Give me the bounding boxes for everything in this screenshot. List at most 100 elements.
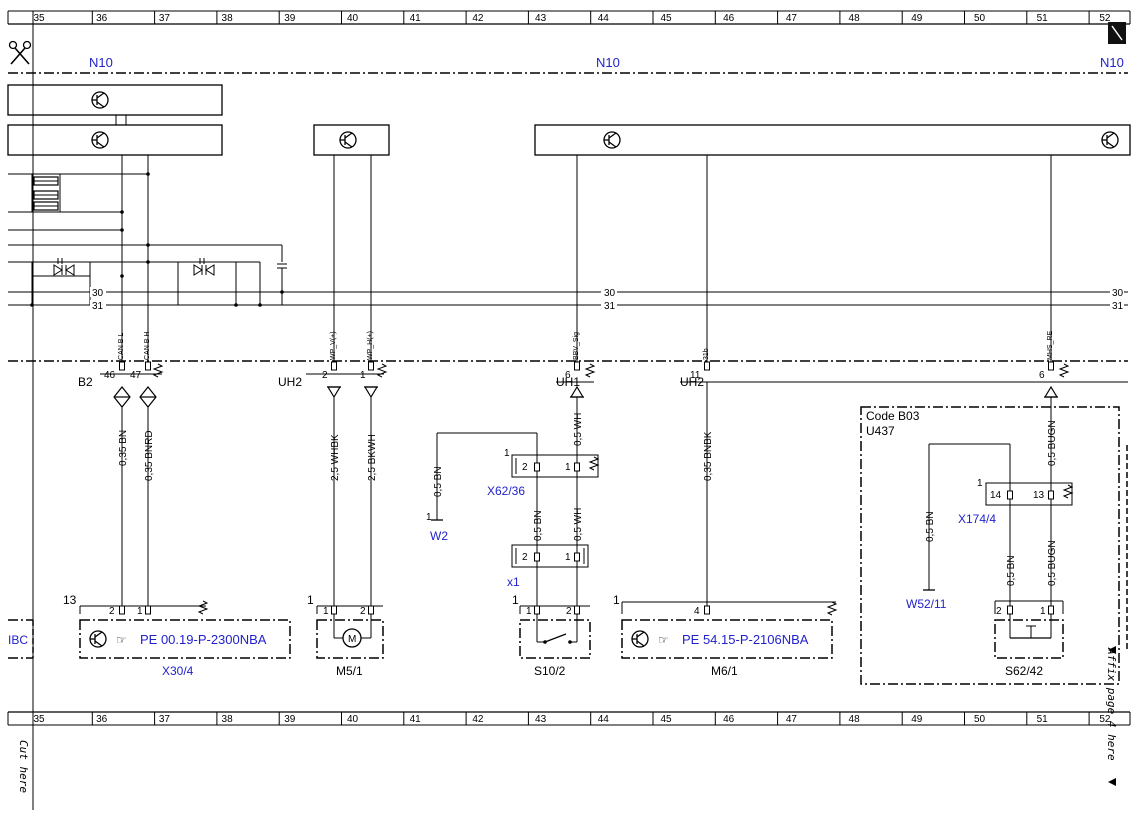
wire-label: 0,5 BN	[1006, 555, 1017, 586]
svg-text:UH2: UH2	[680, 375, 704, 389]
svg-text:1: 1	[1040, 606, 1046, 617]
ruler-column-number: 51	[1037, 13, 1049, 24]
svg-text:1: 1	[512, 593, 519, 607]
svg-text:1: 1	[526, 606, 532, 617]
svg-text:1: 1	[426, 512, 432, 523]
ruler-column-number: 46	[723, 13, 735, 24]
svg-text:31: 31	[92, 301, 104, 312]
svg-text:31: 31	[604, 301, 616, 312]
svg-text:6: 6	[565, 370, 571, 381]
wire-label: 0,35 BNBK	[703, 431, 714, 481]
component-s10-2[interactable]: 1 1 2 S10/2	[512, 593, 591, 678]
connector-uh1[interactable]: UH1 6	[556, 361, 595, 389]
splice-x1[interactable]: 2 1 x1	[507, 544, 589, 589]
ruler-column-number: 39	[284, 714, 296, 725]
ruler-column-number: 41	[410, 714, 422, 725]
splice-x62-36[interactable]: 1 2 1 X62/36	[487, 448, 599, 498]
ruler-column-number: 50	[974, 714, 986, 725]
n10-label[interactable]: N10	[89, 55, 113, 70]
svg-text:1: 1	[565, 552, 571, 563]
svg-text:1: 1	[613, 593, 620, 607]
wire-label: 2,5 WHBK	[330, 434, 341, 481]
connector-b2[interactable]: B2 46 47	[78, 361, 163, 389]
wire-label: 0,5 WH	[573, 508, 584, 541]
ruler-column-number: 38	[222, 13, 234, 24]
component-w52-11[interactable]: W52/11	[906, 597, 947, 611]
svg-text:S10/2: S10/2	[534, 664, 566, 678]
component-s62-42[interactable]: 2 1 S62/42	[994, 600, 1064, 678]
n10-label[interactable]: N10	[596, 55, 620, 70]
component-m6-1[interactable]: 1 4 ☞ PE 54.15-P-2106NBA M6/1	[613, 593, 837, 678]
signal-label: WP_H(+)	[367, 331, 374, 360]
ruler-column-number: 42	[472, 13, 484, 24]
ruler-column-number: 45	[660, 13, 672, 24]
affix-page-label: Affix page 4 here	[1105, 647, 1118, 761]
ruler-column-number: 52	[1099, 714, 1111, 725]
svg-text:1: 1	[323, 606, 329, 617]
splice-x174-4[interactable]: 1 14 13 X174/4	[958, 478, 1073, 526]
component-left-edge[interactable]: IBC	[8, 619, 34, 659]
svg-text:1: 1	[307, 593, 314, 607]
svg-text:S62/42: S62/42	[1005, 664, 1043, 678]
ruler-column-number: 36	[96, 714, 108, 725]
ruler-column-number: 39	[284, 13, 296, 24]
svg-text:30: 30	[1112, 288, 1124, 299]
signal-label: MHS_RE	[1047, 330, 1054, 360]
svg-text:2: 2	[522, 462, 528, 473]
svg-text:31: 31	[1112, 301, 1124, 312]
svg-text:2: 2	[996, 606, 1002, 617]
ruler-column-number: 44	[598, 13, 610, 24]
svg-text:2: 2	[109, 606, 115, 617]
connector-uh2-right[interactable]: UH2 11 6	[680, 361, 1128, 389]
n10-label[interactable]: N10	[1100, 55, 1124, 70]
wire-label: 2,5 BKWH	[367, 434, 378, 481]
signal-label: 31b	[703, 348, 710, 360]
wire-label: 0,5 BN	[433, 466, 444, 497]
ruler-column-number: 42	[472, 714, 484, 725]
svg-text:14: 14	[990, 490, 1002, 501]
code-b03-box: Code B03 U437	[860, 406, 1120, 685]
svg-text:2: 2	[522, 552, 528, 563]
svg-text:M6/1: M6/1	[711, 664, 738, 678]
svg-text:6: 6	[1039, 370, 1045, 381]
ruler-column-number: 51	[1037, 714, 1049, 725]
svg-text:4: 4	[694, 606, 700, 617]
svg-text:2: 2	[566, 606, 572, 617]
arrow-icon	[1108, 646, 1116, 654]
ruler-column-number: 37	[159, 714, 171, 725]
cut-here-label: Cut here	[17, 740, 30, 793]
component-m5-1[interactable]: 1 1 2 M M5/1	[307, 593, 384, 678]
svg-text:13: 13	[1033, 490, 1045, 501]
wire-label: 0,5 BN	[533, 510, 544, 541]
svg-text:30: 30	[92, 288, 104, 299]
wire-label: 0,5 WH	[573, 413, 584, 446]
ruler-column-number: 47	[786, 714, 798, 725]
svg-text:PE 00.19-P-2300NBA: PE 00.19-P-2300NBA	[140, 632, 267, 647]
ruler-column-number: 40	[347, 13, 359, 24]
busbar-30: 30 30 30	[8, 287, 1128, 299]
component-w2[interactable]: 1 W2	[426, 512, 448, 543]
ruler-column-number: 44	[598, 714, 610, 725]
scissors-icon	[8, 40, 32, 65]
internal-circuitry	[8, 172, 287, 307]
svg-text:X174/4: X174/4	[958, 512, 996, 526]
motor-icon	[342, 628, 362, 648]
ruler-column-number: 38	[222, 714, 234, 725]
ruler-column-number: 41	[410, 13, 422, 24]
connector-uh2[interactable]: UH2 2 1	[278, 361, 387, 389]
svg-text:UH2: UH2	[278, 375, 302, 389]
svg-text:30: 30	[604, 288, 616, 299]
output-stage-box	[7, 124, 223, 156]
svg-text:11: 11	[690, 370, 701, 381]
ruler-column-number: 50	[974, 13, 986, 24]
ruler-column-number: 45	[660, 714, 672, 725]
ruler-column-number: 52	[1099, 13, 1111, 24]
signal-label: CAN B L	[118, 333, 125, 360]
component-x30-4[interactable]: 13 2 1 ☞ PE 00.19-P-2300NBA X30/4	[63, 593, 291, 678]
arrow-icon	[1108, 778, 1116, 786]
svg-text:M: M	[348, 634, 356, 645]
svg-text:47: 47	[130, 370, 142, 381]
svg-text:X62/36: X62/36	[487, 484, 525, 498]
